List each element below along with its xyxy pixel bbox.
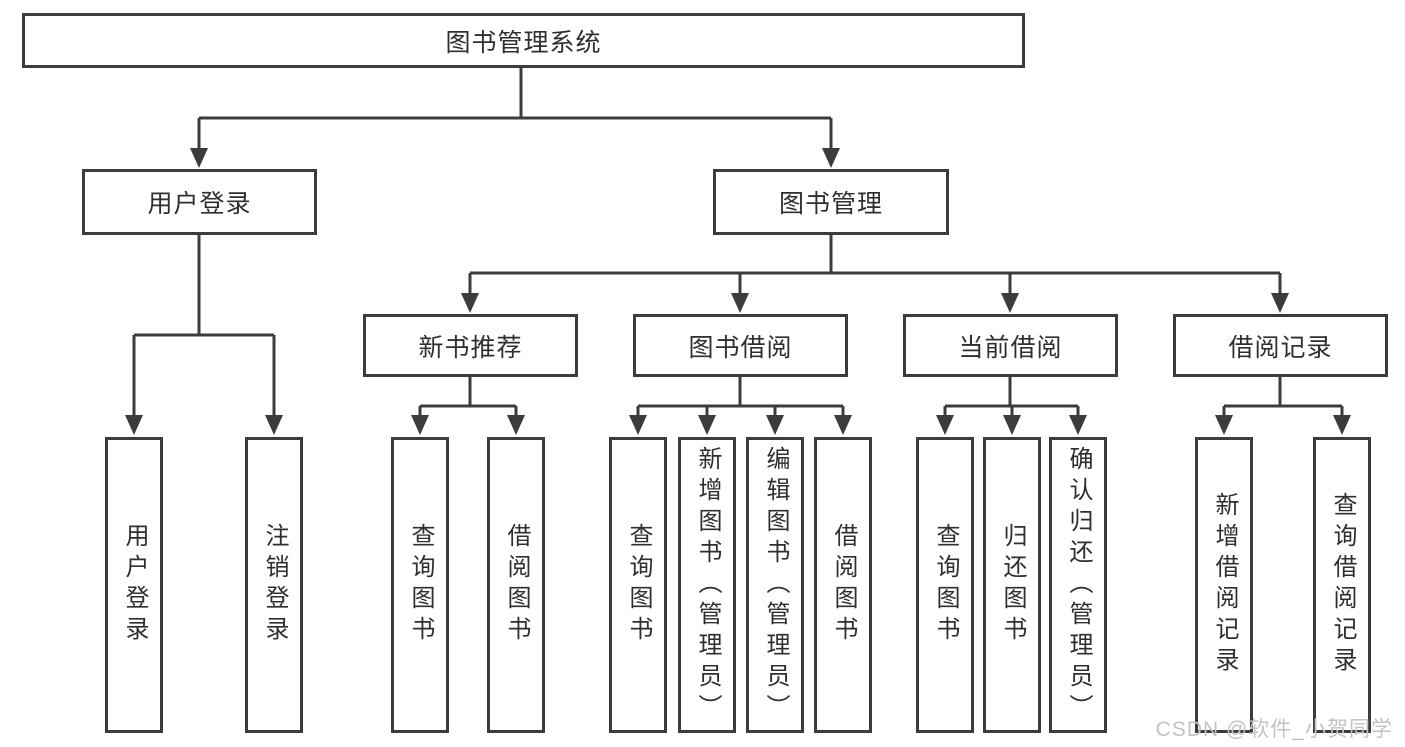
node-book-mgmt: 图书管理 xyxy=(713,169,949,235)
node-leaf-bb-borrow-books: 借阅图书 xyxy=(814,437,872,733)
node-new-book-rec: 新书推荐 xyxy=(363,314,578,377)
watermark: CSDN @软件_小贺同学 xyxy=(1155,718,1393,741)
node-leaf-bb-edit-books-admin: 编辑图书（管理员） xyxy=(746,437,804,733)
node-book-borrow: 图书借阅 xyxy=(633,314,848,377)
node-leaf-logout: 注销登录 xyxy=(245,437,303,733)
node-leaf-nbr-query-books: 查询图书 xyxy=(391,437,449,733)
node-leaf-br-query-record: 查询借阅记录 xyxy=(1313,437,1371,733)
node-leaf-bb-add-books-admin: 新增图书（管理员） xyxy=(678,437,736,733)
node-user-login: 用户登录 xyxy=(82,169,317,235)
node-leaf-bb-query-books: 查询图书 xyxy=(609,437,667,733)
node-borrow-records: 借阅记录 xyxy=(1173,314,1388,377)
node-root: 图书管理系统 xyxy=(22,13,1025,68)
node-leaf-cb-return-books: 归还图书 xyxy=(983,437,1041,733)
node-leaf-br-add-record: 新增借阅记录 xyxy=(1195,437,1253,733)
node-leaf-user-login: 用户登录 xyxy=(105,437,163,733)
node-leaf-cb-query-books: 查询图书 xyxy=(916,437,974,733)
node-current-borrow: 当前借阅 xyxy=(903,314,1118,377)
node-leaf-cb-confirm-return-admin: 确认归还（管理员） xyxy=(1049,437,1107,733)
node-leaf-nbr-borrow-books: 借阅图书 xyxy=(487,437,545,733)
